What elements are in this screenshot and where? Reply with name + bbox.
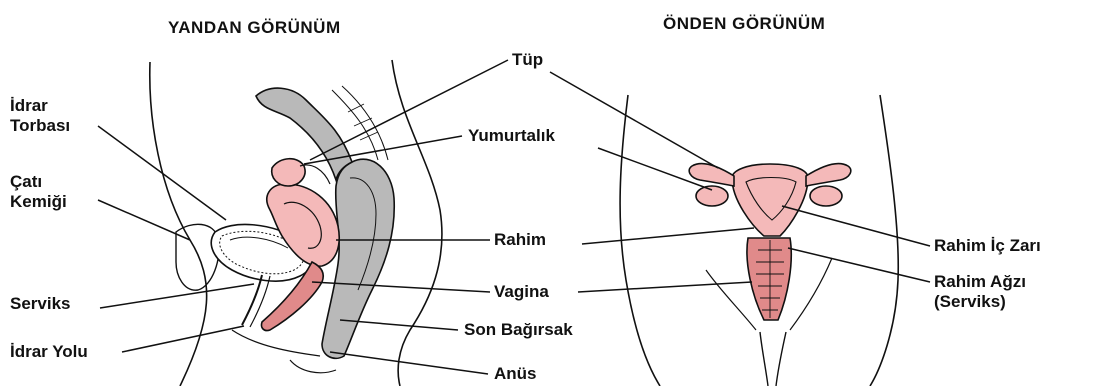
perineum — [232, 330, 320, 356]
pubic-bone — [176, 224, 219, 290]
label-yumurtalik: Yumurtalık — [468, 126, 555, 145]
label-tup: Tüp — [512, 50, 543, 69]
front-tube-right — [806, 164, 851, 186]
side-view-heading: YANDAN GÖRÜNÜM — [168, 18, 341, 38]
label-idrar-torbasi-line2: Torbası — [10, 116, 70, 135]
label-cati-line2: Kemiği — [10, 192, 67, 211]
body-outline-back — [392, 60, 442, 386]
front-uterus — [732, 164, 808, 236]
label-rahim-ic-zari: Rahim İç Zarı — [934, 236, 1041, 255]
front-view-heading: ÖNDEN GÖRÜNÜM — [663, 14, 825, 34]
front-body-right — [870, 95, 898, 386]
label-rahim-agzi-line2: (Serviks) — [934, 292, 1006, 311]
thigh-gap — [760, 332, 786, 386]
front-ovary-left — [696, 186, 728, 206]
ovary — [272, 159, 305, 186]
label-serviks: Serviks — [10, 294, 71, 313]
front-ovary-right — [810, 186, 842, 206]
label-son-bagirsak: Son Bağırsak — [464, 320, 573, 339]
front-view-illustration — [620, 95, 898, 386]
label-cati-line1: Çatı — [10, 172, 42, 191]
front-tube-left — [689, 164, 734, 186]
label-anus: Anüs — [494, 364, 537, 383]
label-vagina: Vagina — [494, 282, 549, 301]
label-rahim: Rahim — [494, 230, 546, 249]
label-idrar-torbasi-line1: İdrar — [10, 96, 48, 115]
urethra — [242, 275, 262, 325]
label-idrar-yolu: İdrar Yolu — [10, 342, 88, 361]
label-rahim-agzi-line1: Rahim Ağzı — [934, 272, 1026, 291]
